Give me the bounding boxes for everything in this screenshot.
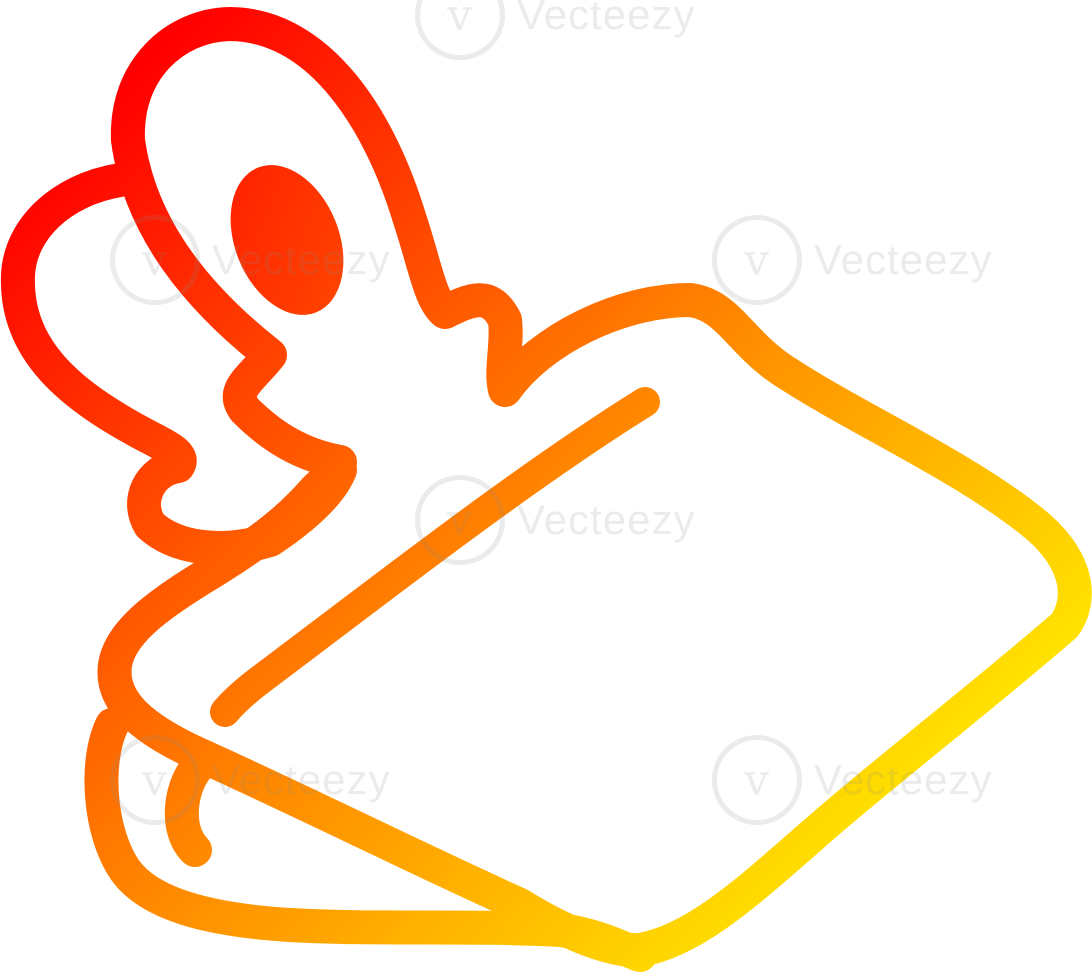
board-bottom-edge xyxy=(84,708,657,972)
board-side-notch xyxy=(164,753,212,867)
board-edge-highlight xyxy=(210,387,660,727)
handle-hole xyxy=(230,165,344,315)
front-board-outline xyxy=(97,7,1092,968)
